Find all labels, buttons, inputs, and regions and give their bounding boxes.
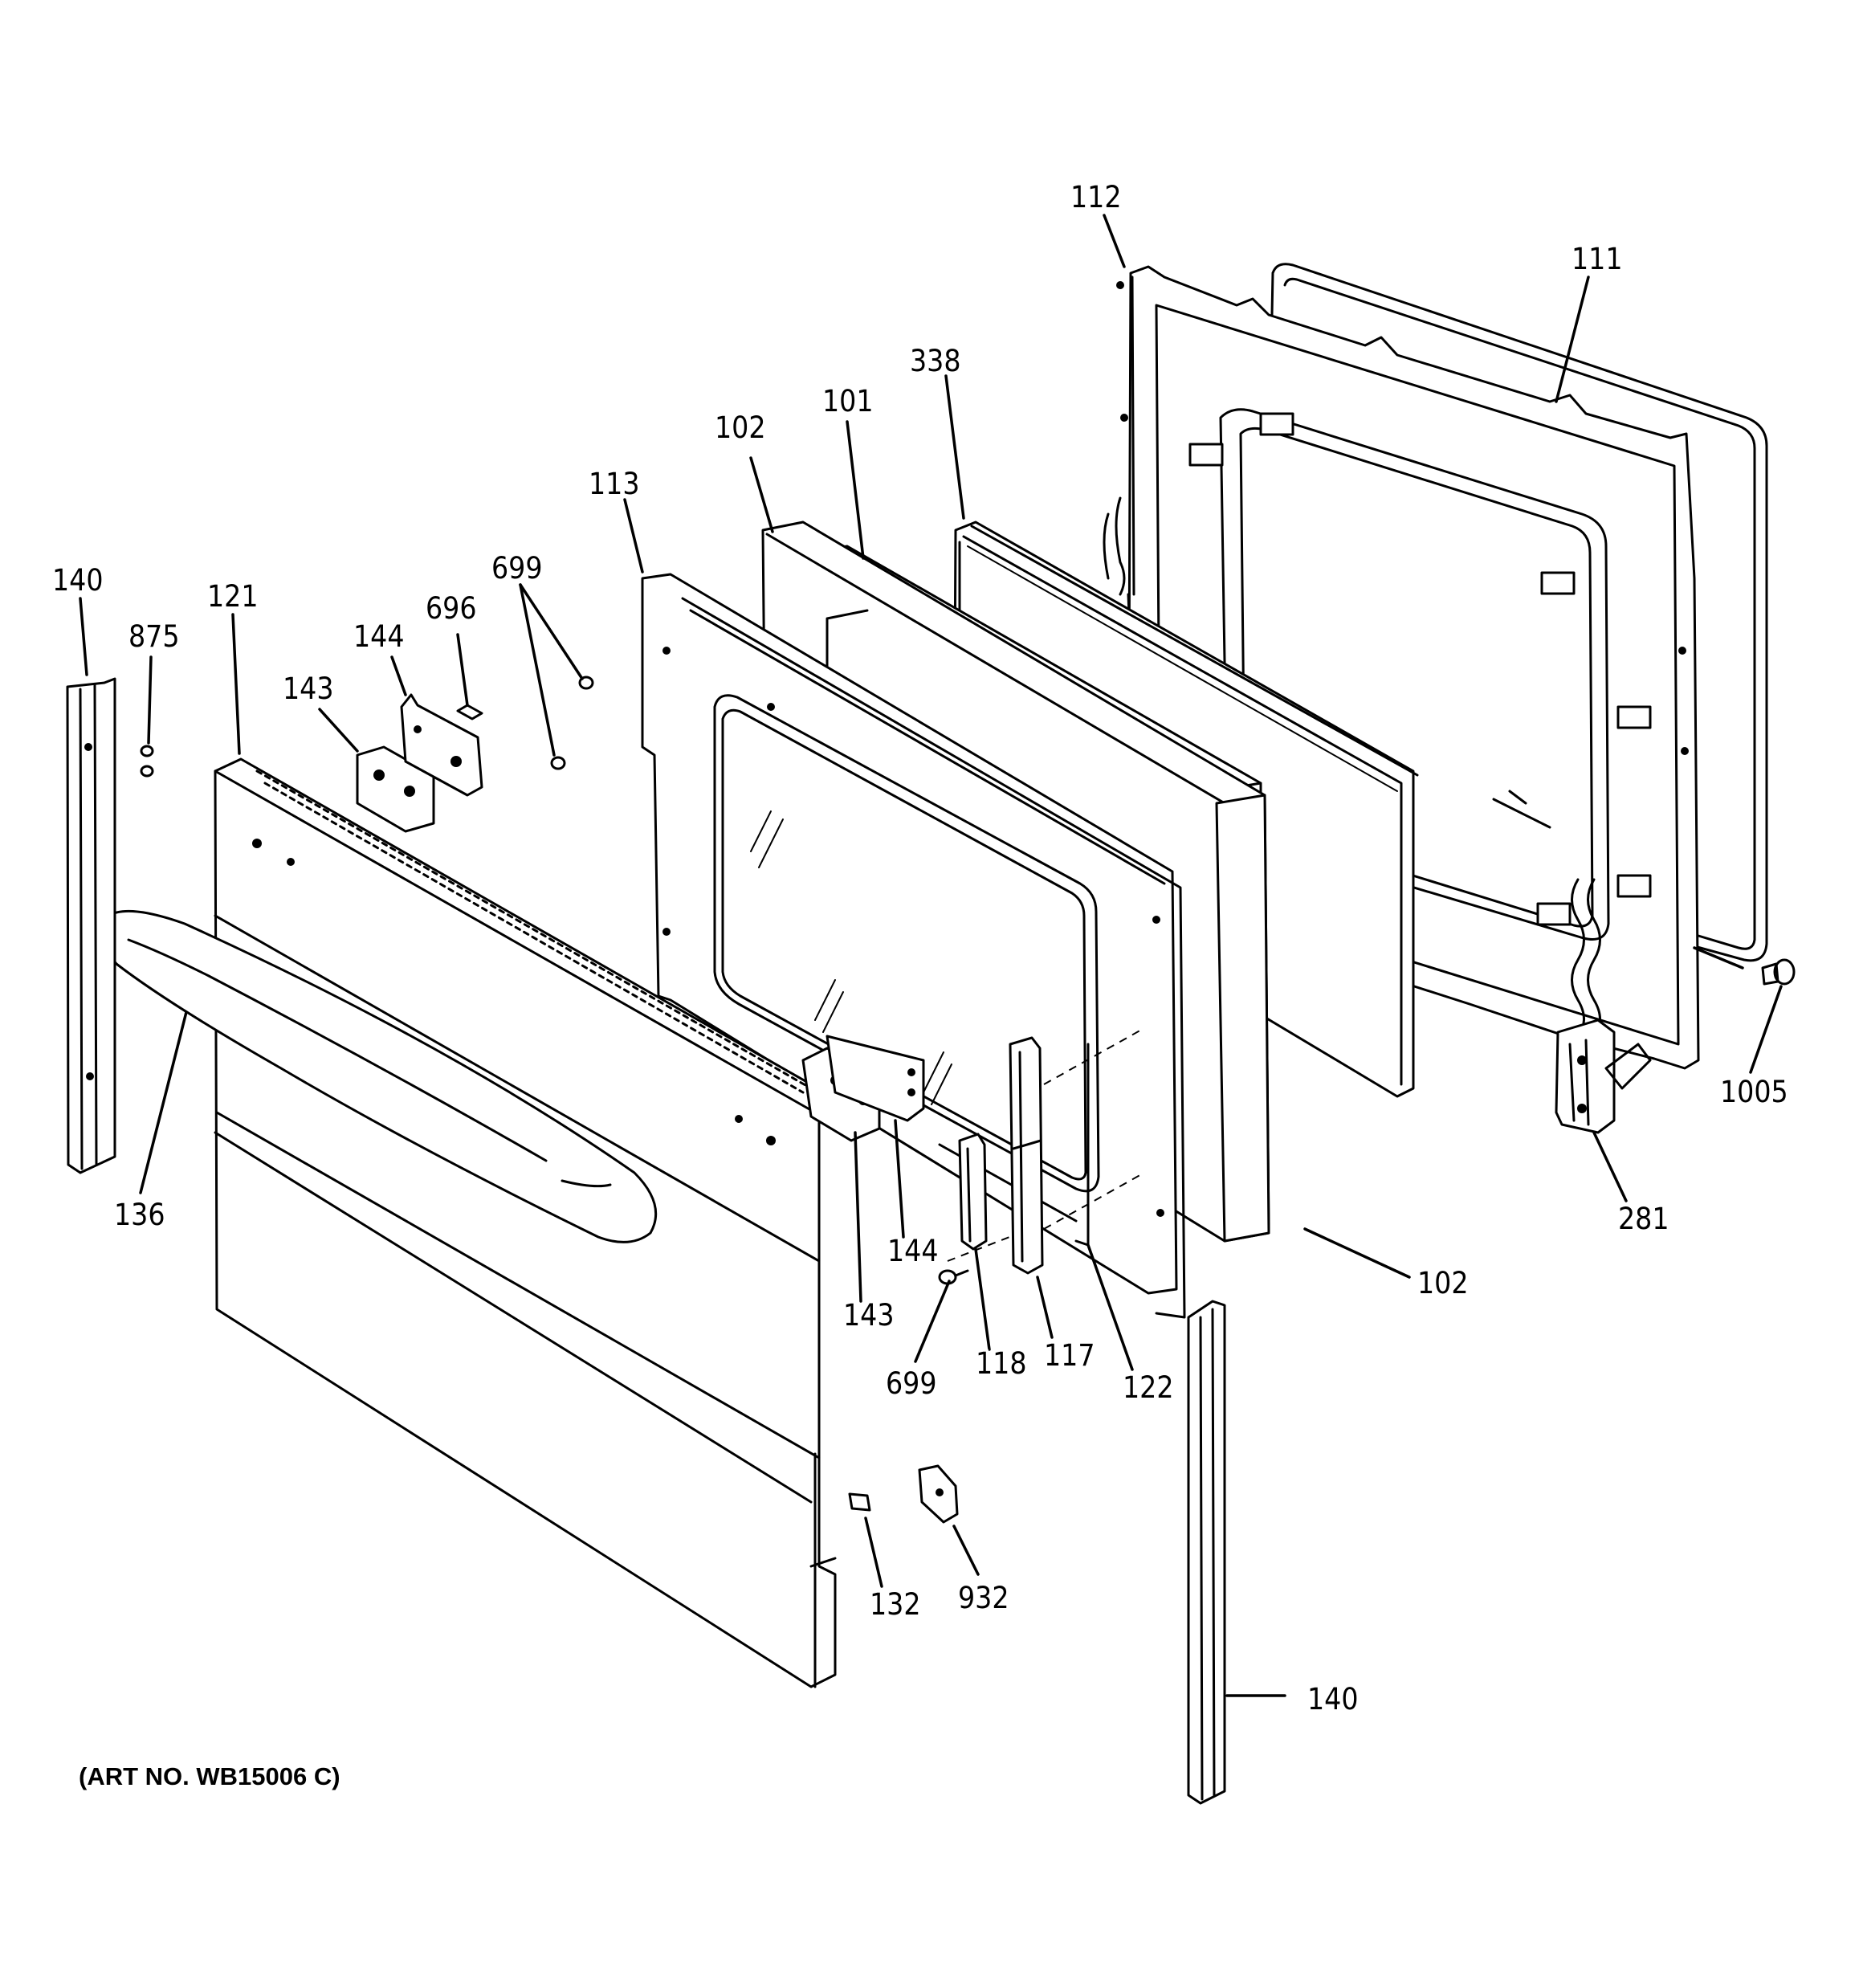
callout-144-bottom: 144	[887, 1234, 939, 1268]
callout-111: 111	[1572, 242, 1623, 276]
callout-102-top: 102	[715, 410, 766, 445]
callout-112: 112	[1070, 180, 1122, 214]
part-121-outer-door-panel	[214, 757, 841, 1688]
callout-875: 875	[128, 619, 180, 654]
part-144-hinge-bracket	[400, 693, 483, 797]
callout-140-right: 140	[1307, 1682, 1359, 1717]
part-136-door-handle	[102, 909, 658, 1243]
part-699-screw-lower	[938, 1269, 969, 1285]
callout-1005: 1005	[1720, 1075, 1788, 1109]
callout-699-top: 699	[491, 551, 543, 586]
callout-144-top: 144	[353, 619, 405, 654]
part-143-hinge-plate	[356, 745, 435, 833]
part-132-pad	[848, 1492, 871, 1512]
callout-143-top: 143	[283, 672, 334, 706]
callout-140-left: 140	[52, 563, 104, 598]
callout-696: 696	[426, 591, 477, 626]
alignment-lines	[947, 1027, 1145, 1262]
callout-699-bottom: 699	[886, 1366, 937, 1401]
part-696-pin	[456, 704, 483, 720]
callout-labels: 112 111 338 101 102 113 699 696 144 143 …	[50, 178, 1791, 1719]
part-281-hinge	[1555, 878, 1652, 1134]
callout-102-bottom: 102	[1417, 1266, 1469, 1300]
part-140-side-trim-left	[66, 677, 116, 1174]
part-699-screws-upper	[550, 676, 594, 770]
part-117-hinge-bracket	[1009, 1036, 1044, 1275]
part-113-door-glass-frame	[641, 573, 1186, 1319]
callout-117: 117	[1044, 1338, 1095, 1373]
callout-118: 118	[976, 1346, 1027, 1381]
callout-338: 338	[910, 344, 961, 378]
art-number: (ART NO. WB15006 C)	[79, 1762, 340, 1790]
part-118-hinge-bracket	[958, 1133, 988, 1251]
callout-143-bottom: 143	[843, 1298, 895, 1333]
callout-122: 122	[1123, 1370, 1174, 1405]
part-932-lock-clip	[918, 1464, 959, 1524]
callout-101: 101	[822, 384, 874, 418]
callout-132: 132	[870, 1587, 921, 1622]
part-140-side-trim-right	[1187, 1300, 1226, 1805]
callout-136: 136	[114, 1198, 165, 1232]
part-1005-screw	[1761, 958, 1796, 986]
leader-lines	[79, 214, 1783, 1697]
part-875-screws	[140, 745, 154, 778]
callout-121: 121	[207, 579, 259, 614]
callout-113: 113	[589, 467, 640, 501]
part-144-hinge-bracket-front	[826, 1035, 925, 1122]
callout-932: 932	[958, 1581, 1009, 1615]
callout-281: 281	[1618, 1202, 1669, 1236]
